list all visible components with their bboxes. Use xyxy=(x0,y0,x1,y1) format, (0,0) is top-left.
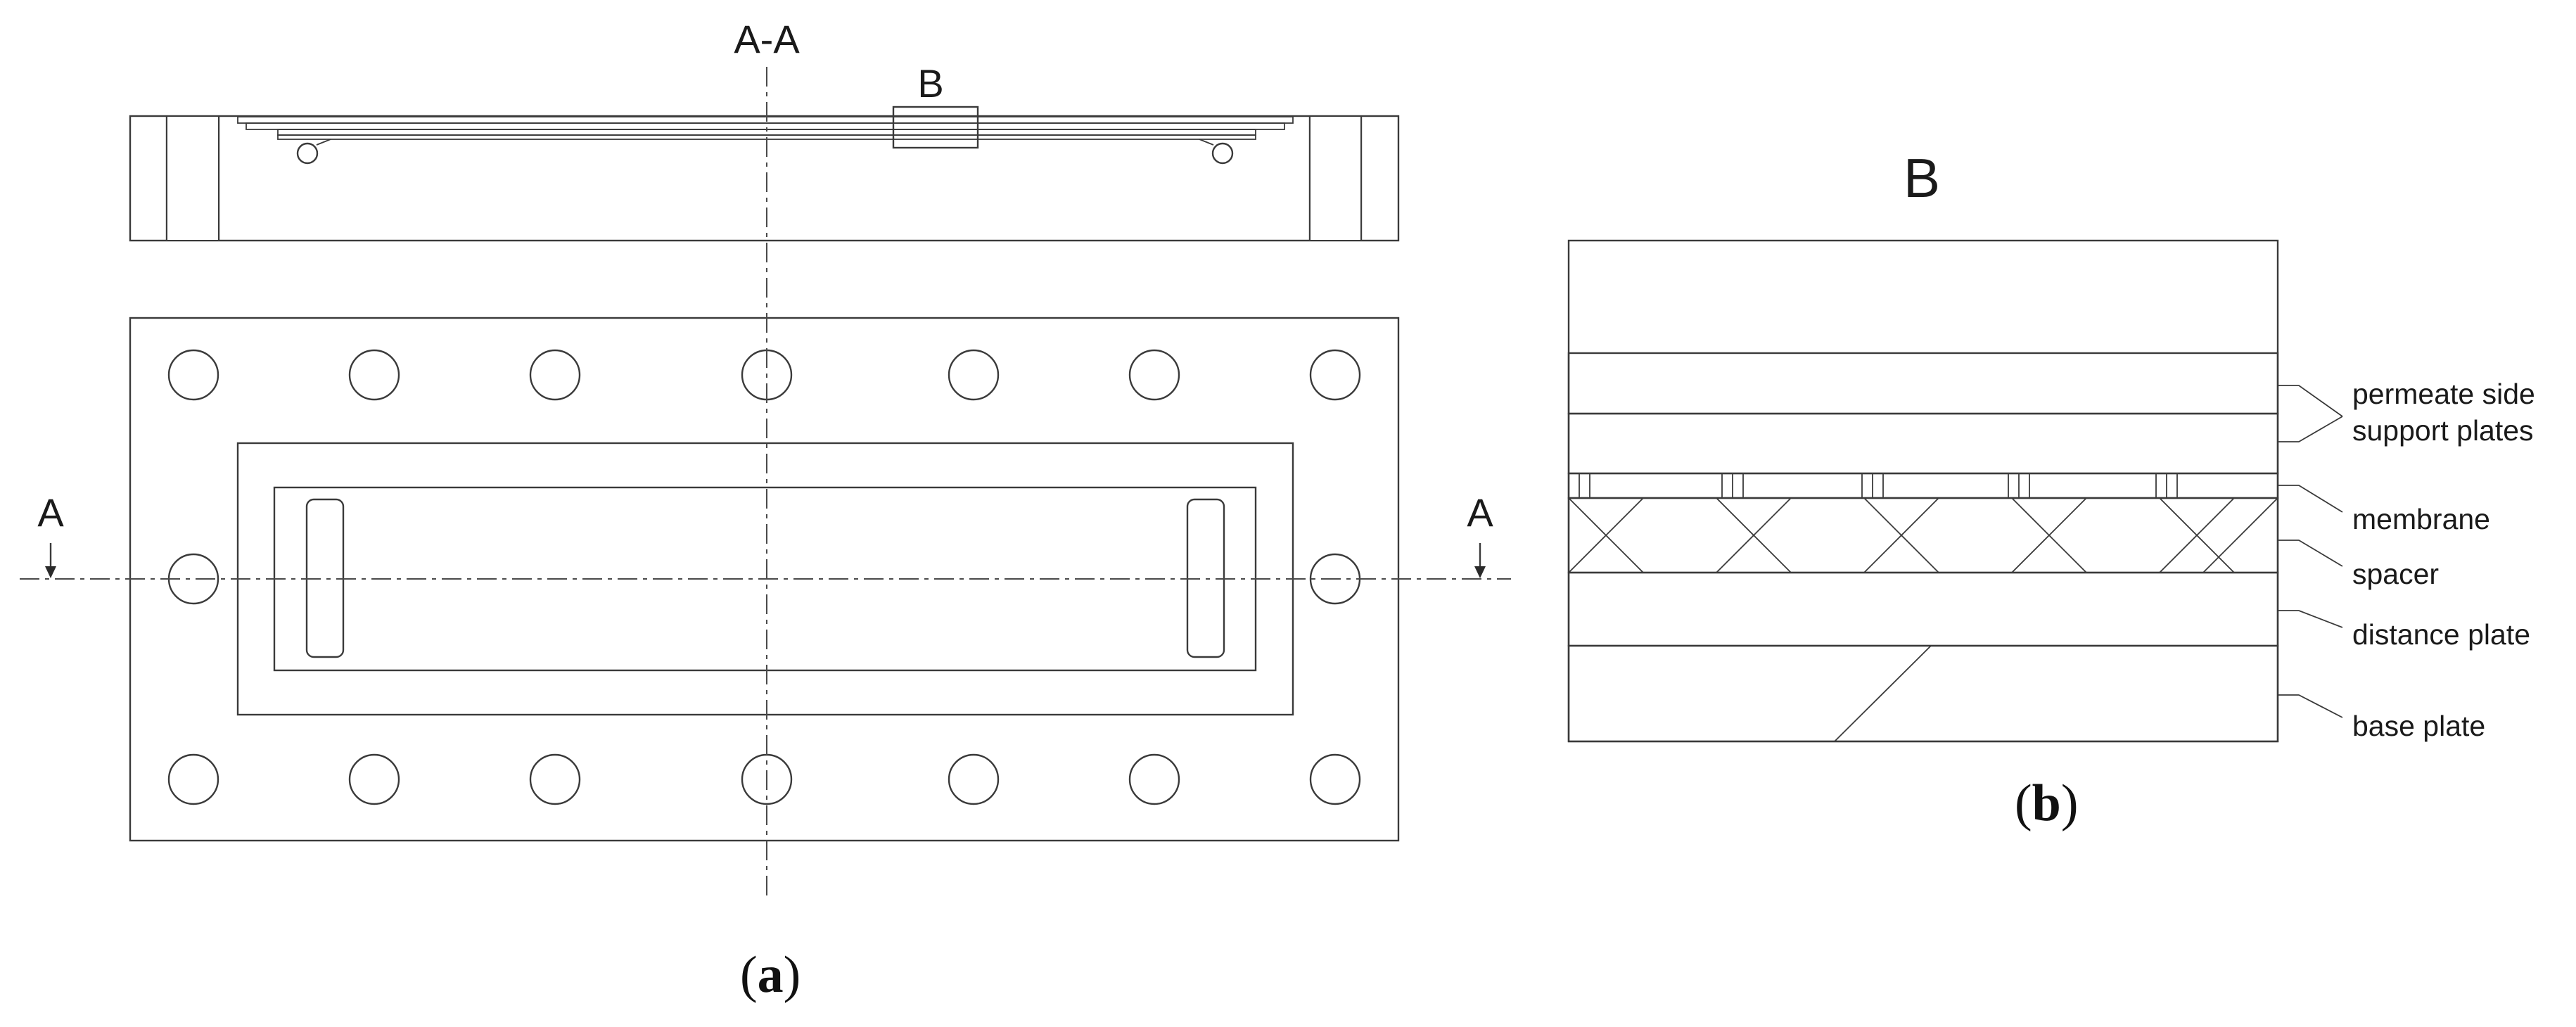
seal-tab-left xyxy=(316,139,331,146)
leader-lines xyxy=(2278,385,2343,718)
base-plate-hatch xyxy=(1834,645,1932,742)
leader-membrane xyxy=(2278,485,2343,513)
section-bolt-gap-right xyxy=(1311,117,1360,240)
panel-b: B xyxy=(1567,147,2535,832)
label-spacer: spacer xyxy=(2352,558,2439,590)
base-plate xyxy=(1567,644,2279,743)
section-view-a-a: B A-A xyxy=(129,17,1400,242)
leader-spacer xyxy=(2278,540,2343,567)
seal-tab-right xyxy=(1199,139,1214,146)
detail-title: B xyxy=(1904,147,1940,209)
bolt-hole xyxy=(529,753,581,805)
arrow-head-icon xyxy=(45,566,56,578)
support-plate-1 xyxy=(1567,352,2279,415)
support-plate-2 xyxy=(1567,412,2279,475)
distance-plate xyxy=(1567,571,2279,647)
label-permeate-line-2: support plates xyxy=(2352,414,2534,447)
label-permeate-line-1: permeate side xyxy=(2352,378,2535,410)
section-mark-right-label: A xyxy=(1467,490,1493,535)
membrane xyxy=(1567,472,2279,499)
bolt-hole xyxy=(1128,349,1180,401)
bolt-hole xyxy=(1128,753,1180,805)
section-arrow-left: A xyxy=(37,490,64,578)
bolt-hole xyxy=(167,349,219,401)
seal-ring-left xyxy=(296,142,319,165)
label-base-plate: base plate xyxy=(2352,710,2485,742)
panel-a: B A-A xyxy=(20,17,1511,1004)
seal-ring-right xyxy=(1211,142,1234,165)
bolt-hole xyxy=(1309,349,1361,401)
bolt-holes-top-row xyxy=(167,349,1361,401)
caption-a-open: ( xyxy=(740,946,758,1004)
section-title: A-A xyxy=(734,17,800,61)
spacer-mesh xyxy=(1569,498,2278,573)
label-membrane: membrane xyxy=(2352,503,2490,535)
label-distance-plate: distance plate xyxy=(2352,618,2530,651)
detail-frame xyxy=(1567,239,2279,743)
bolt-hole xyxy=(1309,753,1361,805)
caption-a-letter: a xyxy=(758,946,784,1004)
caption-b-close: ) xyxy=(2061,774,2079,832)
caption-b: (b) xyxy=(2015,774,2078,832)
leader-base-plate xyxy=(2278,694,2343,718)
membrane-perforations xyxy=(1579,473,2178,498)
membrane-recess xyxy=(238,117,1293,138)
bolt-hole xyxy=(348,349,400,401)
membrane-layer xyxy=(1567,472,2279,499)
bolt-hole xyxy=(529,349,581,401)
caption-b-letter: b xyxy=(2032,774,2061,832)
section-body xyxy=(129,115,1400,242)
caption-b-open: ( xyxy=(2015,774,2032,832)
caption-a-close: ) xyxy=(784,946,801,1004)
leader-support-plate-1 xyxy=(2278,385,2343,417)
bolt-hole xyxy=(348,753,400,805)
leader-support-plate-2 xyxy=(2278,416,2343,442)
leader-distance-plate xyxy=(2278,610,2343,628)
section-arrow-right: A xyxy=(1467,490,1493,578)
section-mark-left-label: A xyxy=(37,490,64,535)
bolt-hole xyxy=(948,753,1000,805)
section-bolt-gap-left xyxy=(167,117,218,240)
spacer-layer xyxy=(1567,497,2279,574)
bolt-hole xyxy=(948,349,1000,401)
bolt-hole xyxy=(167,753,219,805)
detail-b-marker-box xyxy=(892,106,979,149)
arrow-head-icon xyxy=(1474,566,1486,578)
detail-b-marker-label: B xyxy=(917,61,943,106)
caption-a: (a) xyxy=(740,946,801,1004)
bolt-holes-bottom-row xyxy=(167,753,1361,805)
